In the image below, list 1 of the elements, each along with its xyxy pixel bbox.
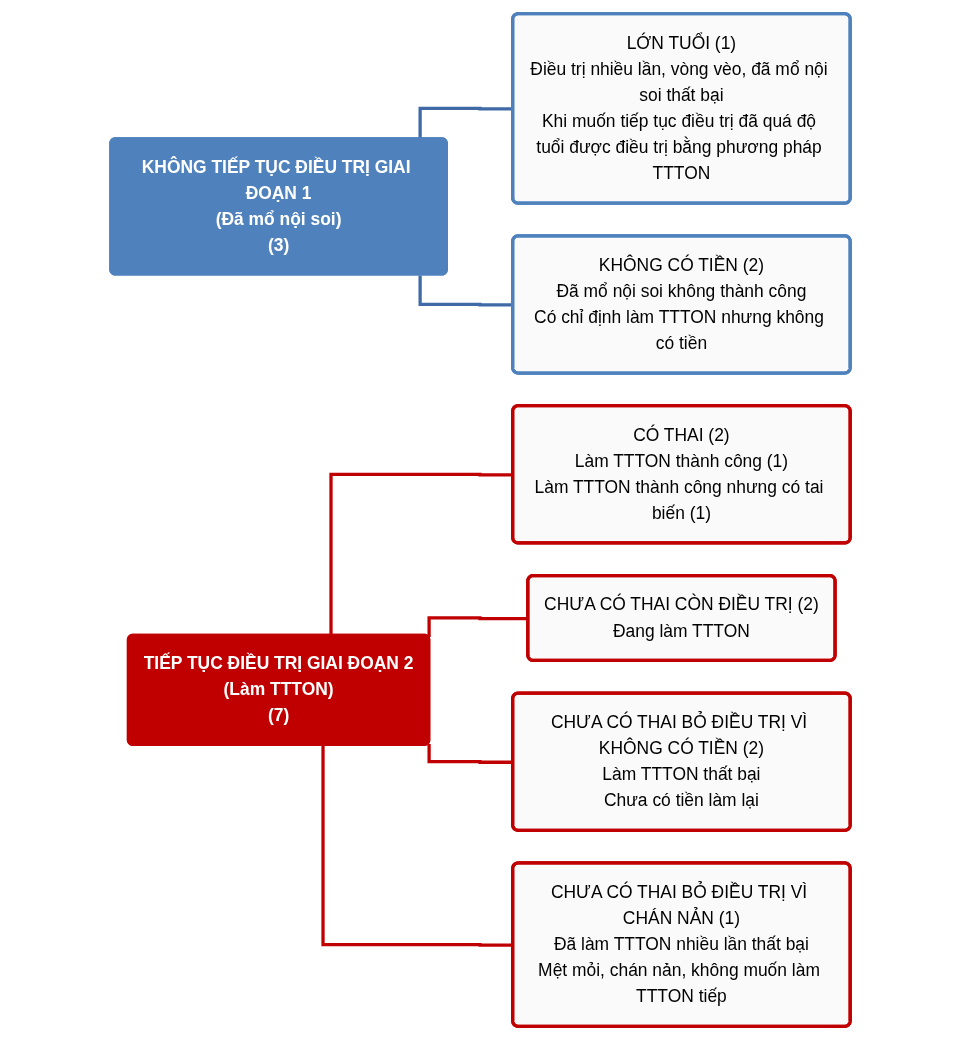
connector <box>427 616 529 637</box>
